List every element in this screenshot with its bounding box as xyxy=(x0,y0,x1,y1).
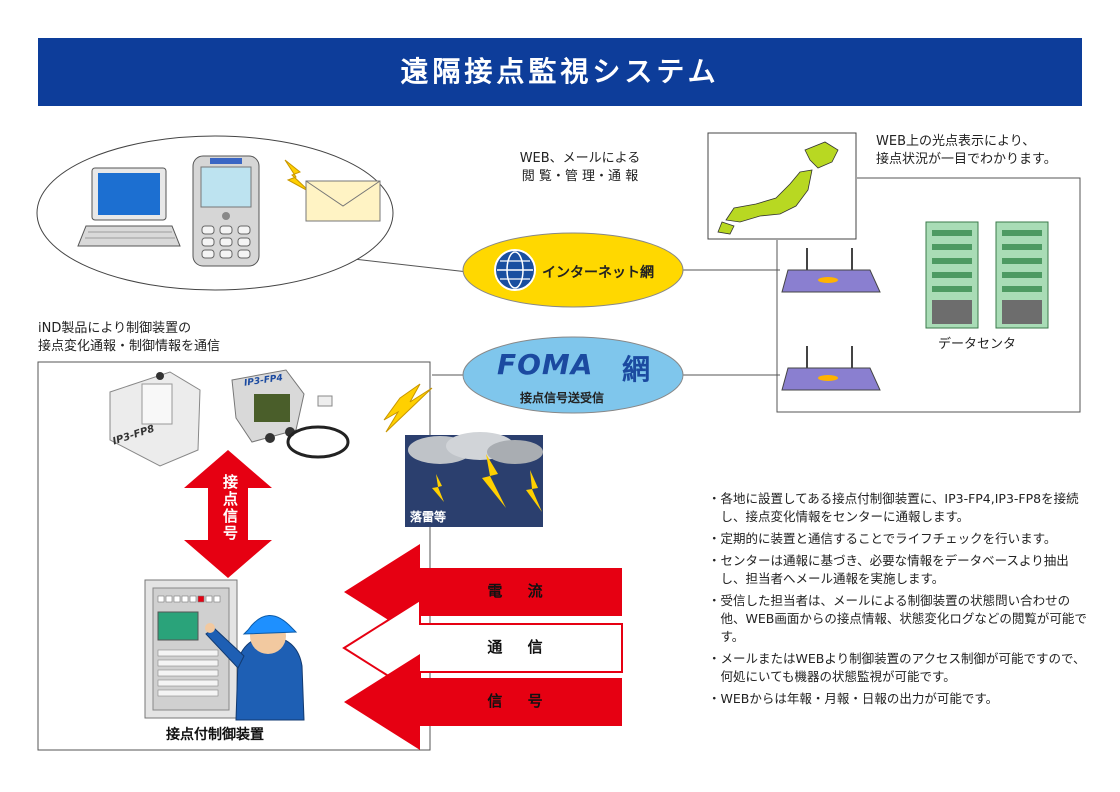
internet-label: インターネット網 xyxy=(542,265,654,281)
list-item: ・WEBからは年報・月報・日報の出力が可能です。 xyxy=(708,691,999,706)
list-item: ・各地に設置してある接点付制御装置に、IP3-FP4,IP3-FP8を接続し、接… xyxy=(708,491,1079,524)
foma-ellipse xyxy=(462,336,684,414)
arrow-label-comm: 通 信 xyxy=(487,638,553,656)
ind-line1: iND製品により制御装置の xyxy=(38,321,192,336)
mail-envelope-icon xyxy=(305,180,381,222)
storm-image xyxy=(405,432,543,527)
ind-line2: 接点変化通報・制御情報を通信 xyxy=(38,339,221,354)
web-mail-caption: WEB、メールによる 閲 覧・管 理・通 報 xyxy=(500,150,660,186)
signal-vertical-label: 接点信号 xyxy=(221,474,239,542)
foma-logo: FOMA xyxy=(497,348,594,381)
list-item: ・定期的に装置と通信することでライフチェックを行います。 xyxy=(708,531,1057,546)
connection-lines xyxy=(344,257,780,376)
feature-list: ・各地に設置してある接点付制御装置に、IP3-FP4,IP3-FP8を接続し、接… xyxy=(708,490,1093,712)
signal-arrow xyxy=(344,654,622,750)
ip3-fp8-device xyxy=(109,371,201,467)
map-note-line2: 接点状況が一目でわかります。 xyxy=(876,152,1057,167)
lightning-label: 落雷等 xyxy=(410,510,447,524)
web-mail-line1: WEB、メールによる xyxy=(519,151,641,166)
list-item: ・センターは通報に基づき、必要な情報をデータベースより抽出し、担当者へメール通報… xyxy=(708,553,1069,586)
page-title: 遠隔接点監視システム xyxy=(400,55,720,88)
data-center-label: データセンタ xyxy=(938,337,1017,352)
mobile-phone-icon xyxy=(192,155,260,267)
ind-caption: iND製品により制御装置の 接点変化通報・制御情報を通信 xyxy=(38,320,298,356)
lightning-icon xyxy=(383,383,433,433)
japan-map-panel xyxy=(707,132,857,240)
server-icon-2 xyxy=(995,221,1049,329)
foma-sub-label: 接点信号送受信 xyxy=(520,391,605,405)
list-item: ・メールまたはWEBより制御装置のアクセス制御が可能ですので、何処にいても機器の… xyxy=(708,651,1086,684)
list-item: ・受信した担当者は、メールによる制御装置の状態問い合わせの他、WEB画面からの接… xyxy=(708,593,1087,644)
arrow-label-signal: 信 号 xyxy=(487,692,553,710)
router-icon-1 xyxy=(781,248,881,293)
web-mail-line2: 閲 覧・管 理・通 報 xyxy=(521,169,639,184)
globe-icon xyxy=(494,249,536,291)
ip3-fp4-device xyxy=(231,369,350,459)
map-note: WEB上の光点表示により、 接点状況が一目でわかります。 xyxy=(876,133,1076,169)
control-device-label: 接点付制御装置 xyxy=(166,727,264,743)
datacenter-box xyxy=(776,177,1081,413)
pc-icon xyxy=(77,167,181,247)
server-icon-1 xyxy=(925,221,979,329)
worker-figure xyxy=(205,615,305,721)
foma-net-char: 網 xyxy=(622,353,651,386)
title-banner: 遠隔接点監視システム xyxy=(38,38,1082,106)
map-note-line1: WEB上の光点表示により、 xyxy=(876,134,1036,149)
router-icon-2 xyxy=(781,346,881,391)
signal-double-arrow xyxy=(184,450,272,578)
arrow-label-current: 電 流 xyxy=(487,582,553,600)
